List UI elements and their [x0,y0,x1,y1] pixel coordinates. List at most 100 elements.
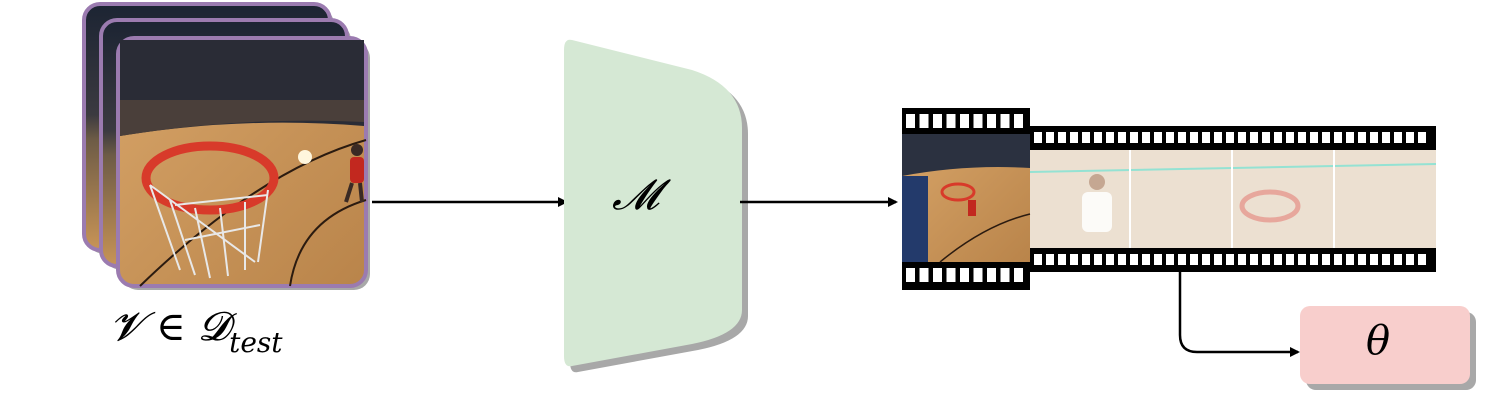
video-frame-front [116,36,370,290]
dataset-subscript: test [229,326,283,359]
sprocket-hole [1154,254,1162,265]
sprocket-hole [919,114,929,128]
sprocket-hole [1106,254,1114,265]
sprocket-hole [1238,254,1246,265]
sprocket-hole [1118,254,1126,265]
filmstrip-sprockets [906,114,1023,128]
sprocket-hole [1358,132,1366,143]
sprocket-hole [1298,132,1306,143]
sprocket-hole [1334,132,1342,143]
sprocket-hole [1058,254,1066,265]
sprocket-hole [1346,254,1354,265]
sprocket-hole [1154,132,1162,143]
sprocket-hole [1406,254,1414,265]
model-label: 𝓜 [612,170,660,219]
video-symbol: 𝓥 [110,304,144,350]
sprocket-hole [1250,132,1258,143]
hoop-rim [141,141,279,215]
sprocket-hole [1118,132,1126,143]
sprocket-hole [1178,132,1186,143]
sprocket-hole [1106,132,1114,143]
sprocket-hole [1214,254,1222,265]
sprocket-hole [1226,132,1234,143]
sprocket-hole [1166,254,1174,265]
sprocket-hole [1046,132,1054,143]
sprocket-hole [1274,132,1282,143]
sprocket-hole [1070,254,1078,265]
sprocket-hole [946,268,956,282]
sprocket-hole [987,114,996,128]
video-frame-stack [82,2,370,290]
filmstrip-sprockets [906,268,1023,282]
sprocket-hole [973,268,983,282]
sprocket-hole [1286,254,1294,265]
parameter-block [1300,306,1476,390]
sprocket-hole [960,268,969,282]
sprocket-hole [1298,254,1306,265]
input-video-caption: 𝓥 ∈ 𝓓test [110,304,283,359]
sprocket-hole [933,114,942,128]
model-block [564,39,748,373]
sprocket-hole [1202,254,1210,265]
sprocket-hole [1142,254,1150,265]
sprocket-hole [1082,132,1090,143]
sprocket-hole [987,268,996,282]
sprocket-hole [1082,254,1090,265]
sprocket-hole [1190,254,1198,265]
sprocket-hole [1250,254,1258,265]
element-of-symbol: ∈ [143,304,199,350]
sprocket-hole [906,114,915,128]
sprocket-hole [1334,254,1342,265]
generated-video-filmstrip [902,108,1437,290]
sprocket-hole [1214,132,1222,143]
filmstrip-long [1029,126,1437,272]
filmstrip-first-frame [902,108,1031,290]
sprocket-hole [1166,132,1174,143]
sprocket-hole [960,114,969,128]
sprocket-hole [1394,254,1402,265]
sprocket-hole [1014,268,1023,282]
sprocket-hole [1202,132,1210,143]
sprocket-hole [1262,132,1270,143]
sprocket-hole [1310,254,1318,265]
sprocket-hole [933,268,942,282]
sprocket-hole [1000,114,1010,128]
hoop-net [149,184,269,279]
filmstrip-sprockets [1034,254,1426,265]
sprocket-hole [1000,268,1010,282]
dataset-symbol: 𝓓 [198,304,230,350]
sprocket-hole [1418,254,1426,265]
sprocket-hole [1322,254,1330,265]
sprocket-hole [1130,254,1138,265]
sprocket-hole [1346,132,1354,143]
sprocket-hole [1070,132,1078,143]
sprocket-hole [1418,132,1426,143]
sprocket-hole [1370,254,1378,265]
filmstrip-sprockets [1034,132,1426,143]
sprocket-hole [1142,132,1150,143]
arrow-to-theta [1178,272,1300,357]
parameter-label: θ [1366,318,1391,364]
sprocket-hole [1014,114,1023,128]
sprocket-hole [1274,254,1282,265]
sprocket-hole [1190,132,1198,143]
sprocket-hole [973,114,983,128]
sprocket-hole [1406,132,1414,143]
sprocket-hole [1262,254,1270,265]
sprocket-hole [1034,254,1042,265]
sprocket-hole [1094,132,1102,143]
sprocket-hole [1130,132,1138,143]
sprocket-hole [1178,254,1186,265]
sprocket-hole [1238,132,1246,143]
sprocket-hole [1310,132,1318,143]
sprocket-hole [1370,132,1378,143]
sprocket-hole [1382,254,1390,265]
sprocket-hole [1094,254,1102,265]
sprocket-hole [1034,132,1042,143]
sprocket-hole [946,114,956,128]
sprocket-hole [1394,132,1402,143]
sprocket-hole [1058,132,1066,143]
sprocket-hole [919,268,929,282]
sprocket-hole [1286,132,1294,143]
